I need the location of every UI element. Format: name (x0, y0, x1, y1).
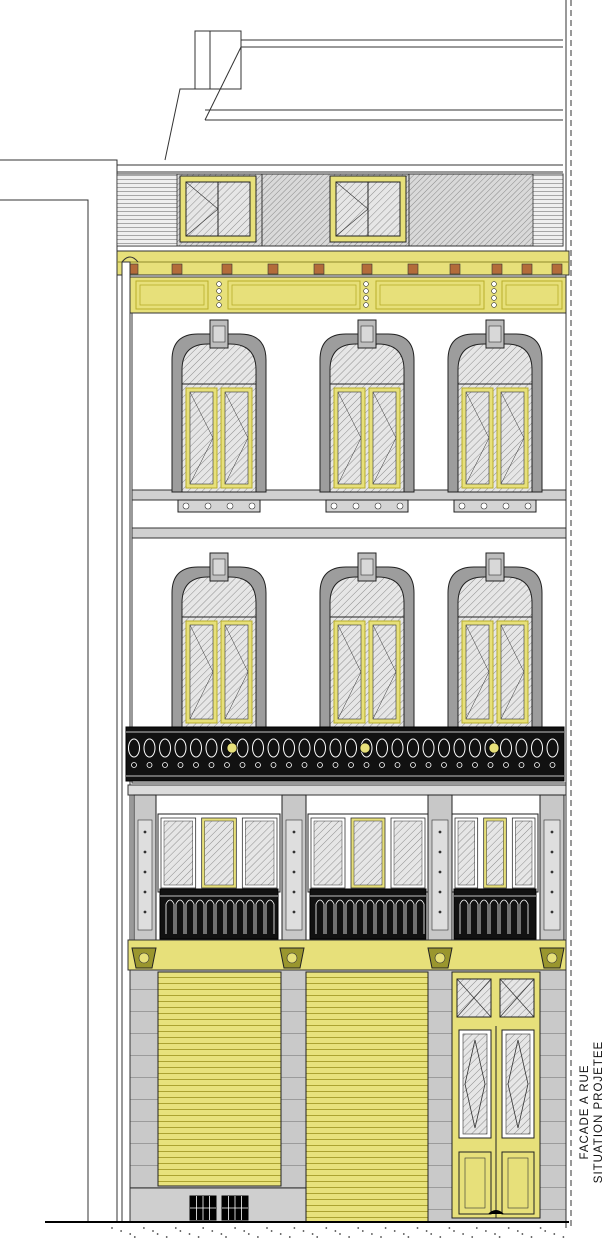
railing-scroll (159, 738, 171, 758)
first-floor-windows (171, 552, 543, 728)
frieze-panel (135, 280, 209, 310)
first-floor-arched-window (319, 552, 415, 728)
railing-gilded-rosette (226, 742, 238, 754)
small-balcony-railing (159, 888, 279, 940)
railing-scroll (314, 738, 326, 758)
railing-scroll (345, 738, 357, 758)
railing-scroll (252, 738, 264, 758)
entresol-window (157, 813, 281, 940)
modillion (551, 263, 563, 275)
pilaster (281, 794, 307, 941)
frieze-panel (375, 280, 485, 310)
pilaster (133, 794, 157, 941)
entresol-window (451, 813, 539, 940)
second-floor-windows (171, 319, 543, 513)
modillion (267, 263, 279, 275)
door-lower-panel (501, 1151, 535, 1215)
railing-scroll (407, 738, 419, 758)
railing-scroll (128, 738, 140, 758)
modillion (407, 263, 419, 275)
railing-scroll (438, 738, 450, 758)
railing-scroll (329, 738, 342, 758)
modillion (491, 263, 503, 275)
frieze-ornament (216, 281, 222, 308)
first-floor-arched-window (171, 552, 267, 728)
railing-scroll (283, 738, 295, 758)
frieze-panel (227, 280, 361, 310)
entrance-door (451, 971, 541, 1219)
small-balcony-railing (309, 888, 427, 940)
roof (117, 30, 563, 173)
ground-floor-openings (157, 971, 541, 1223)
entresol-windows (133, 794, 565, 941)
railing-scroll (174, 738, 187, 758)
cellar-vents (189, 1195, 249, 1221)
door-step-vent (488, 1210, 504, 1214)
upper-arched-window (447, 319, 543, 493)
small-balcony-railing (453, 888, 537, 940)
modillion (221, 263, 233, 275)
balcony-railing-body (125, 726, 565, 782)
modillion (521, 263, 533, 275)
dormer-window (329, 175, 407, 243)
modillion (361, 263, 373, 275)
neighbor-left-outline (0, 159, 118, 1222)
roller-shutter-garage (305, 971, 429, 1223)
railing-scroll (515, 738, 528, 758)
cornice-modillions (127, 263, 563, 275)
modillion (171, 263, 183, 275)
railing-scroll (469, 738, 481, 758)
string-course-console (279, 947, 305, 969)
railing-gilded-rosette (359, 742, 371, 754)
caption-subtitle: SITUATION PROJETEE (593, 1040, 605, 1184)
frieze-ornament (363, 281, 369, 308)
frieze-panels (135, 280, 563, 310)
entresol-window (307, 813, 429, 940)
chimney (194, 30, 242, 90)
caption-title: FACADE A RUE (579, 1064, 591, 1160)
railing-scroll (143, 738, 156, 758)
window-sill-console (177, 499, 261, 513)
drawing-caption: FACADE A RUE SITUATION PROJETEE (578, 992, 608, 1232)
railing-scroll (422, 738, 435, 758)
upper-arched-window (319, 319, 415, 493)
window-sill-console (325, 499, 409, 513)
railing-scroll (391, 738, 404, 758)
yellow-string-course (127, 939, 567, 971)
frieze-ornament (491, 281, 497, 308)
pilaster (427, 794, 453, 941)
railing-scroll (500, 738, 512, 758)
dormer-window (179, 175, 257, 243)
neighbor-right-outline (565, 0, 572, 1228)
modillion (449, 263, 461, 275)
first-floor-arched-window (447, 552, 543, 728)
roller-shutter-left (157, 971, 282, 1187)
dormer-windows (179, 175, 407, 243)
railing-scroll (267, 738, 280, 758)
railing-scroll (376, 738, 388, 758)
railing-gilded-rosette (488, 742, 500, 754)
door-lower-panel (458, 1151, 492, 1215)
railing-scroll (298, 738, 311, 758)
railing-scroll (190, 738, 202, 758)
railing-scroll (453, 738, 466, 758)
railing-scroll (531, 738, 543, 758)
string-course-console (539, 947, 565, 969)
main-balcony-railing (125, 726, 565, 782)
modillion (313, 263, 325, 275)
string-course-consoles (131, 947, 565, 969)
string-course-console (131, 947, 157, 969)
railing-scroll (205, 738, 218, 758)
ground-gravel (111, 1227, 565, 1238)
upper-arched-window (171, 319, 267, 493)
pilaster (539, 794, 565, 941)
string-course-console (427, 947, 453, 969)
window-sill-console (453, 499, 537, 513)
railing-scroll (546, 738, 559, 758)
frieze-panel (501, 280, 563, 310)
